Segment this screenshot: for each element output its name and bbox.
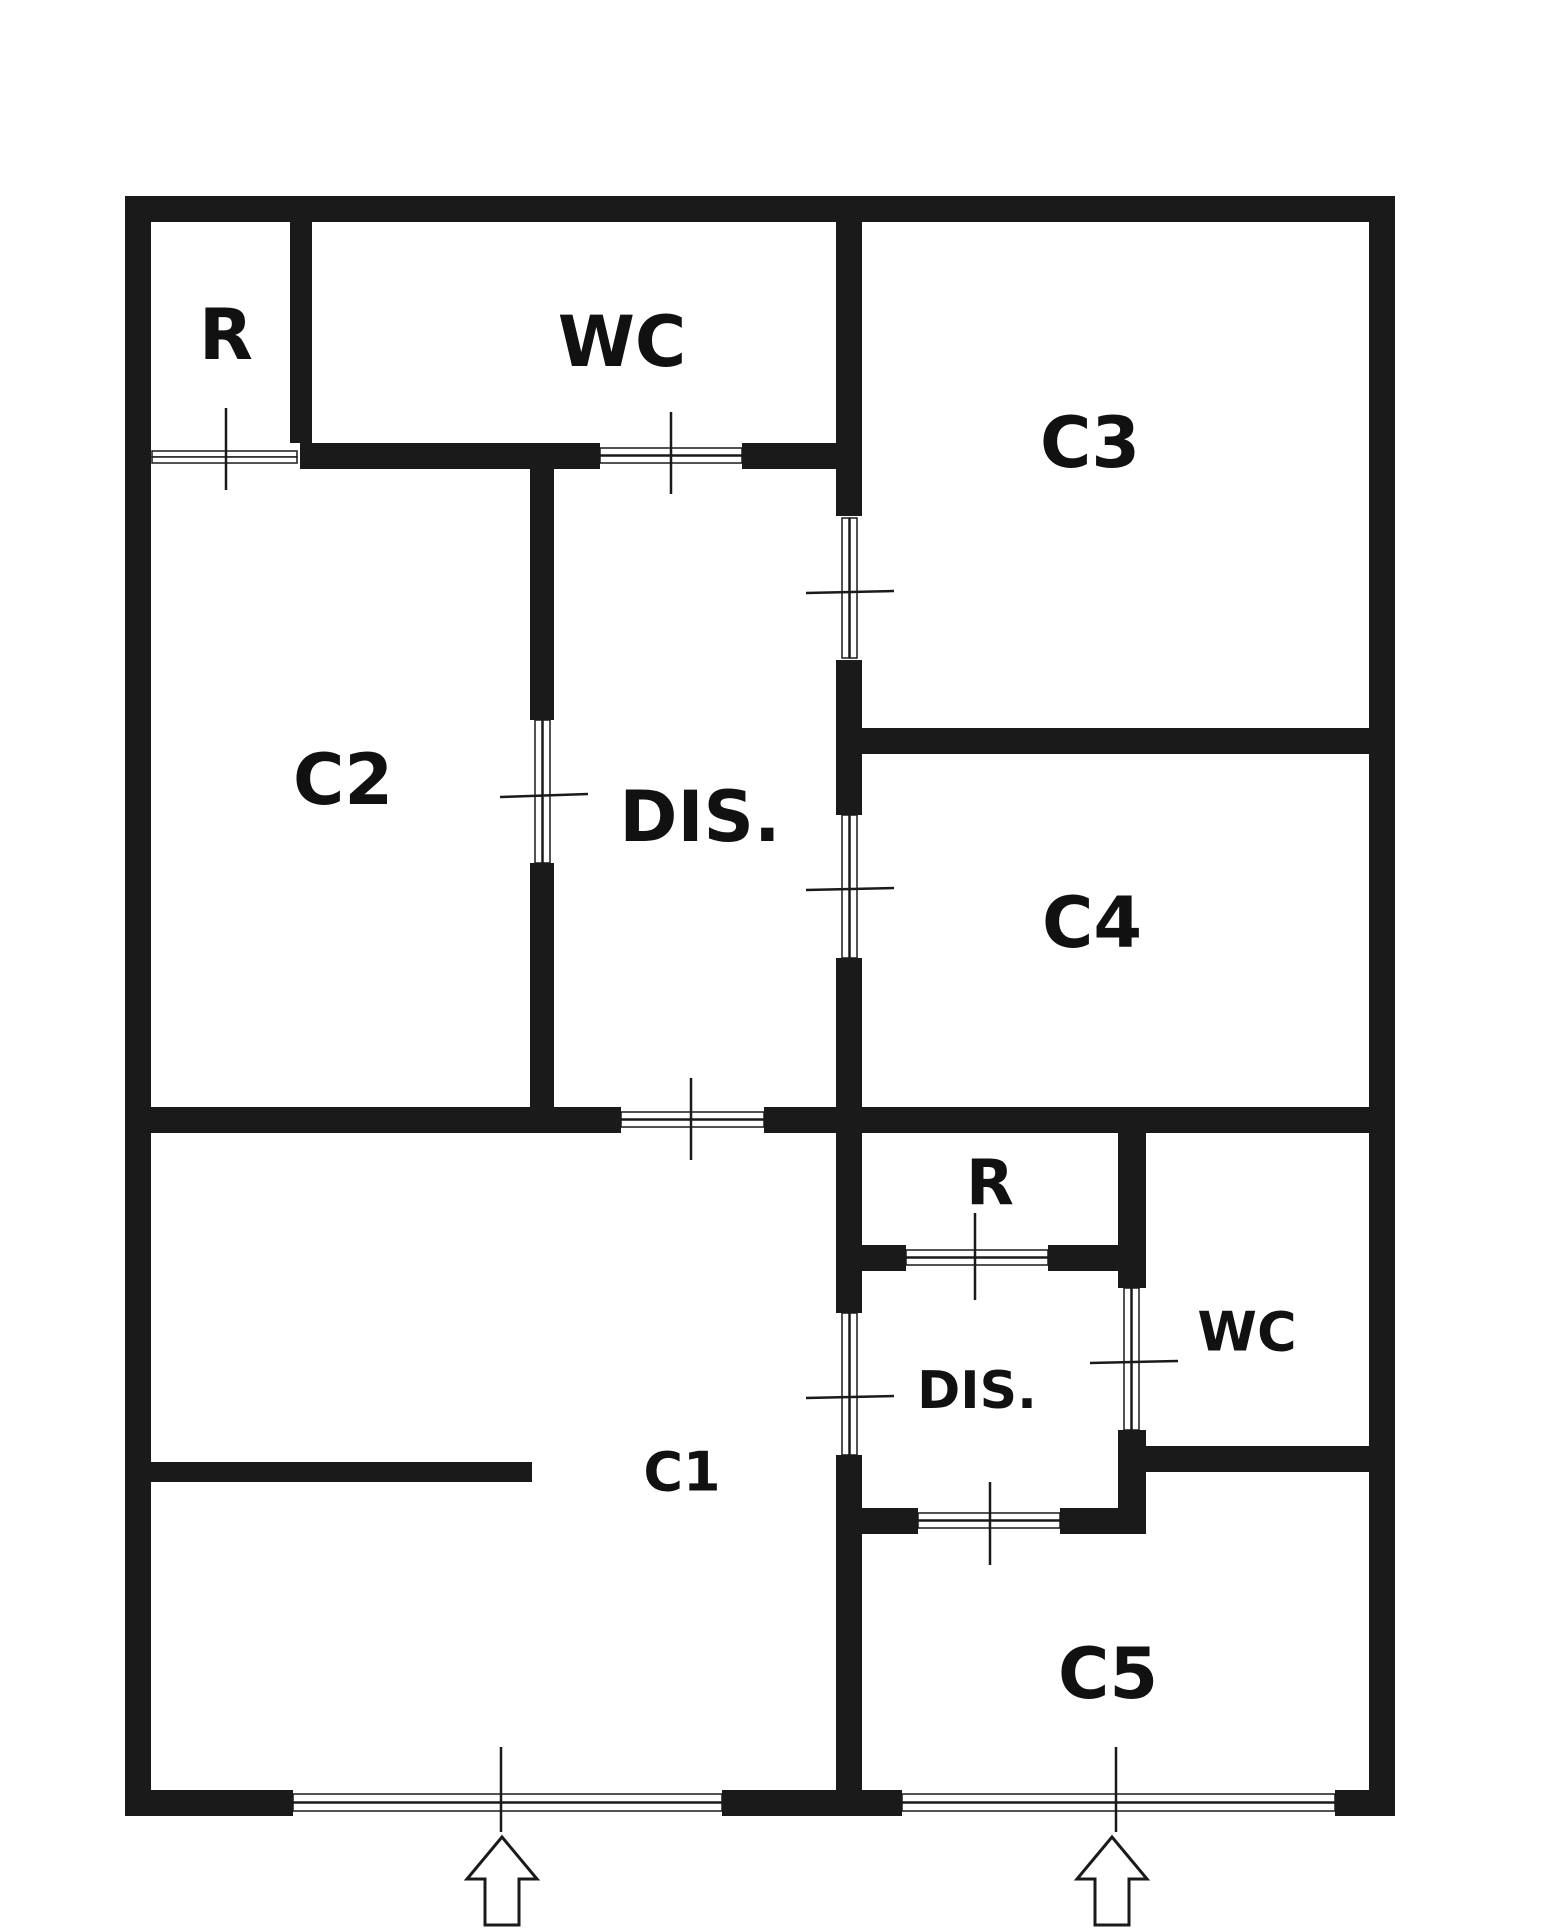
entrance-door-c1 [292,1747,723,1832]
door-c1 [620,1078,765,1160]
door-wc-top [599,412,743,494]
door-wc-bottom [1089,1287,1179,1431]
interior-walls [125,196,1395,1815]
room-label-c3: C3 [1040,402,1140,484]
room-label-c1: C1 [643,1441,720,1504]
outer-walls [125,196,1395,1816]
door-c4 [805,814,895,959]
room-label-c2: C2 [293,739,393,821]
doors [151,408,1336,1832]
door-c2 [499,719,589,864]
room-label-dis-small: DIS. [917,1361,1037,1421]
room-label-c4: C4 [1042,882,1142,964]
room-label-c5: C5 [1058,1633,1158,1715]
room-label-r-bottom: R [966,1146,1014,1219]
door-c5 [917,1482,1061,1565]
up-arrow-icon [463,1834,541,1927]
entrance-door-c5 [901,1747,1336,1832]
up-arrow-icon [1073,1834,1151,1927]
door-c3 [805,517,895,659]
door-r-bottom [905,1213,1049,1300]
room-label-r-top: R [199,294,253,376]
door-r-top [151,408,298,490]
room-label-wc-top: WC [558,301,687,383]
room-label-dis-main: DIS. [619,776,780,858]
room-labels: R WC C3 C2 DIS. C4 R WC DIS. C1 C5 [199,294,1297,1715]
room-label-wc-bottom: WC [1197,1301,1296,1364]
door-dis-small [805,1312,895,1456]
